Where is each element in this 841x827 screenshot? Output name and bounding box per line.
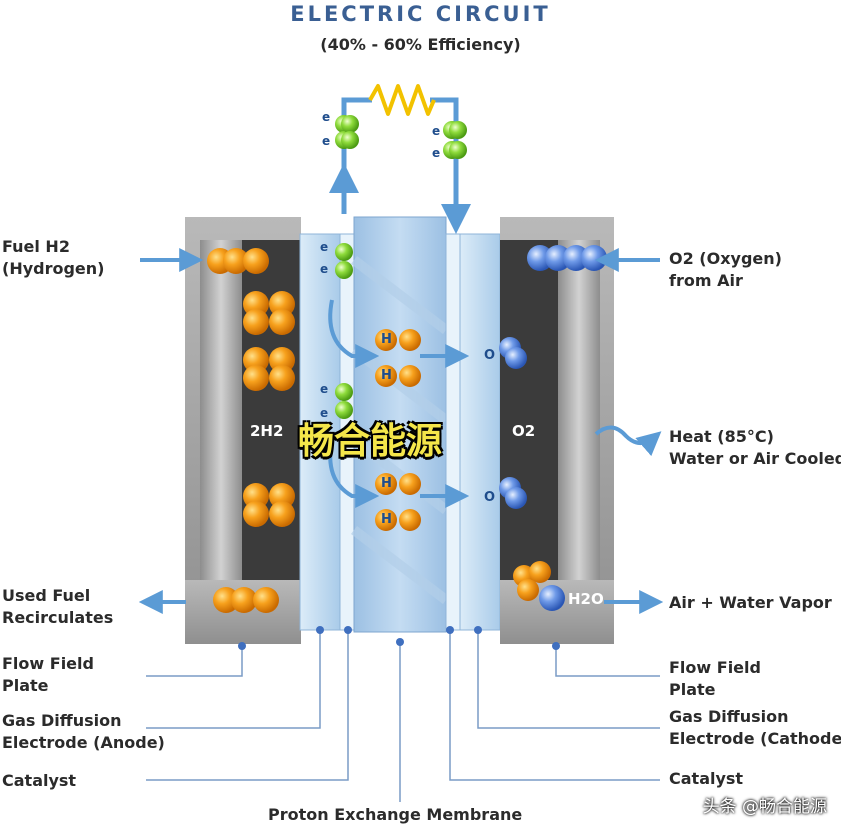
oxygen-atom-label: O xyxy=(484,348,496,363)
fuel-h2-label: Fuel H2(Hydrogen) xyxy=(2,237,105,278)
electron-label: e xyxy=(322,134,331,148)
anode-electrode xyxy=(299,233,341,631)
water-molecule xyxy=(513,561,565,611)
proton-flow-arrows xyxy=(328,299,470,508)
proton-label: H xyxy=(381,332,392,347)
electron-group-circuit-left xyxy=(335,115,359,149)
electron-label: e xyxy=(432,146,441,160)
membrane-label: Proton Exchange Membrane xyxy=(268,805,523,824)
brand-overlay-text: 畅合能源 xyxy=(298,421,443,462)
leader-lines xyxy=(146,630,660,802)
electron-label: e xyxy=(320,406,329,420)
anode-catalyst-label: Catalyst xyxy=(2,771,77,790)
exhaust-label: Air + Water Vapor xyxy=(669,593,832,612)
electron-label: e xyxy=(322,110,331,124)
resistor xyxy=(368,84,436,116)
electron-group-circuit-right xyxy=(443,121,467,159)
electron-group-anode-mid xyxy=(335,383,353,419)
watermark: 头条 @畅合能源 xyxy=(702,797,827,817)
anode-flow-field-plate xyxy=(185,217,301,644)
oxygen-label: O2 (Oxygen)from Air xyxy=(669,249,782,290)
cathode-catalyst-label: Catalyst xyxy=(669,769,744,788)
diagram-title: ELECTRIC CIRCUIT xyxy=(290,2,551,26)
cathode-gas-label: O2 xyxy=(512,422,536,440)
water-label: H2O xyxy=(568,590,604,608)
cathode-electrode xyxy=(459,233,501,631)
diagram-subtitle: (40% - 60% Efficiency) xyxy=(320,35,521,54)
proton-label: H xyxy=(381,476,392,491)
leader-dots xyxy=(238,626,560,650)
heat-label: Heat (85°C)Water or Air Cooled xyxy=(669,427,841,468)
external-arrows xyxy=(138,248,664,614)
electron-label: e xyxy=(432,124,441,138)
cathode-catalyst-layer xyxy=(445,233,461,631)
electron-group-anode-top xyxy=(335,243,353,279)
electron-label: e xyxy=(320,262,329,276)
hydrogen-molecules-anode xyxy=(207,248,295,613)
oxygen-atom-label: O xyxy=(484,490,496,505)
proton-label: H xyxy=(381,512,392,527)
proton-pairs xyxy=(375,329,421,531)
proton-label: H xyxy=(381,368,392,383)
anode-gas-label: 2H2 xyxy=(250,422,284,440)
electron-label: e xyxy=(320,382,329,396)
electron-label: e xyxy=(320,240,329,254)
